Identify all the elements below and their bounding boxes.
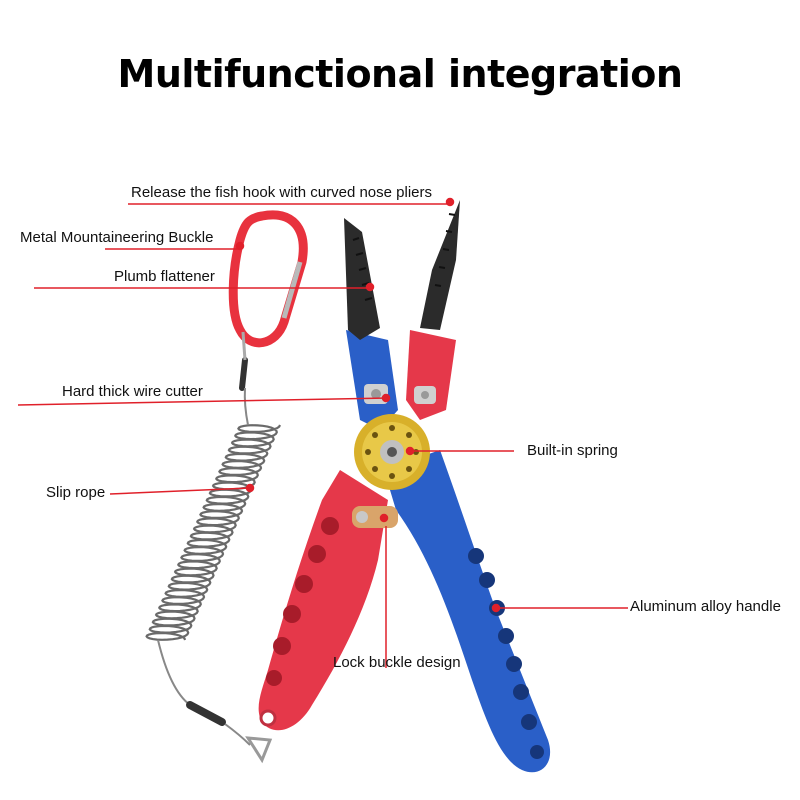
callout-lock: Lock buckle design	[333, 654, 461, 671]
built-in-spring	[354, 414, 430, 490]
plier-jaws	[344, 200, 460, 340]
callout-leaders	[17, 197, 628, 668]
callout-wire-cutter: Hard thick wire cutter	[62, 383, 203, 400]
red-handle	[258, 330, 456, 731]
page-title: Multifunctional integration	[117, 52, 683, 96]
lock-buckle	[352, 506, 398, 528]
callout-buckle: Metal Mountaineering Buckle	[20, 229, 214, 246]
callout-handle: Aluminum alloy handle	[630, 598, 781, 615]
wire-cutter	[364, 384, 436, 404]
callout-flattener: Plumb flattener	[114, 268, 215, 285]
callout-slip-rope: Slip rope	[46, 484, 106, 501]
callout-spring: Built-in spring	[527, 442, 618, 459]
blue-handle	[346, 330, 551, 773]
callout-curved-nose: Release the fish hook with curved nose p…	[131, 184, 432, 201]
slip-rope-coil	[145, 357, 281, 764]
carabiner	[228, 210, 308, 361]
